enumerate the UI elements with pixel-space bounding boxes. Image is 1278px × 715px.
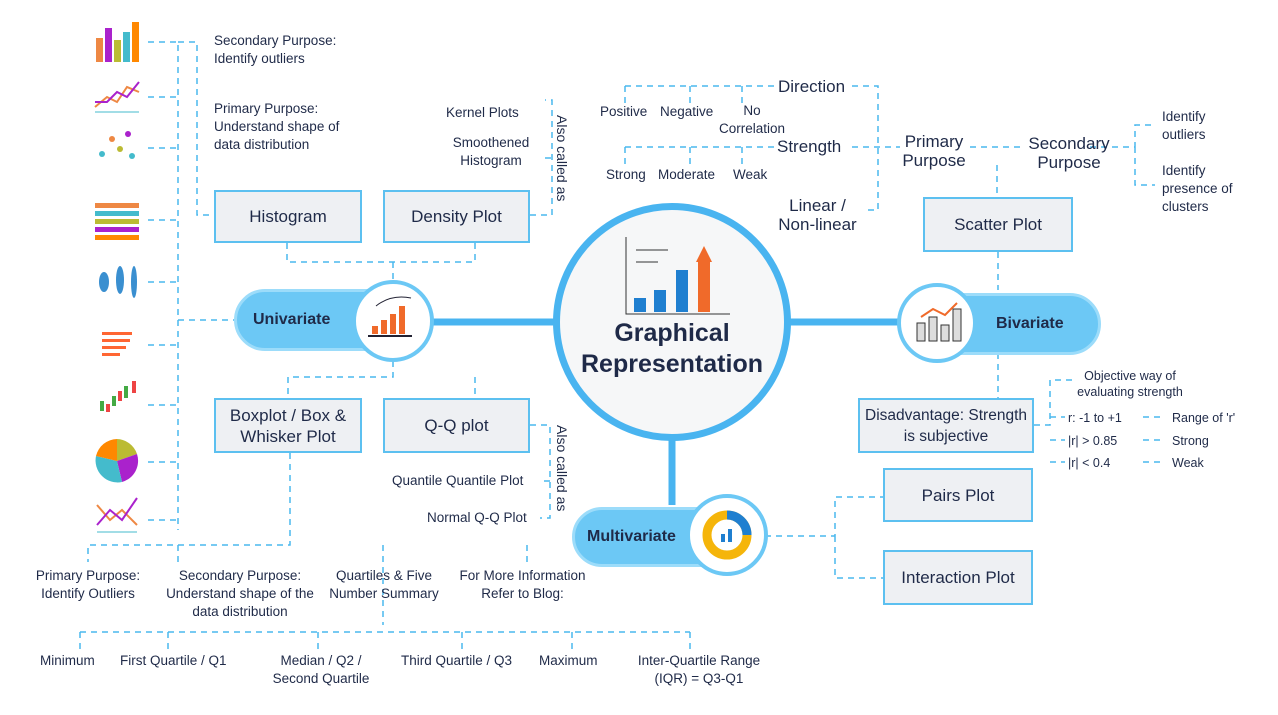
dot-plot-icon: [102, 332, 132, 356]
identify-outliers-label: Identify outliers: [1162, 109, 1206, 142]
more-info-link[interactable]: For More Information Refer to Blog:: [459, 568, 586, 601]
strong-label: Strong: [606, 167, 646, 182]
direction-label: Direction: [778, 77, 846, 96]
linearity-label: Linear / Non-linear: [778, 196, 857, 234]
minimum-label: Minimum: [40, 653, 95, 668]
qq-plot-box[interactable]: Q-Q plot: [383, 398, 530, 453]
weak-label: Weak: [733, 167, 768, 182]
r-range-desc: Range of 'r': [1172, 411, 1236, 425]
multivariate-icon: [686, 494, 768, 576]
r-strong-desc: Strong: [1172, 434, 1209, 448]
iqr-label: Inter-Quartile Range (IQR) = Q3-Q1: [637, 653, 761, 686]
maximum-label: Maximum: [539, 653, 598, 668]
boxplot-box[interactable]: Boxplot / Box & Whisker Plot: [214, 398, 362, 453]
r-range-label: r: -1 to +1: [1068, 411, 1122, 425]
quartiles-summary: Quartiles & Five Number Summary: [329, 568, 439, 601]
pairs-plot-box[interactable]: Pairs Plot: [883, 468, 1033, 522]
boxplot-secondary-purpose: Secondary Purpose: Understand shape of t…: [166, 568, 314, 619]
q3-label: Third Quartile / Q3: [401, 653, 513, 668]
boxplot-primary-purpose: Primary Purpose: Identify Outliers: [35, 568, 141, 601]
strength-label: Strength: [777, 137, 842, 156]
histogram-box[interactable]: Histogram: [214, 190, 362, 243]
violin-plot-icon: [99, 266, 137, 298]
alias-normal-qq: Normal Q-Q Plot: [427, 510, 527, 525]
also-called-label-qq: Also called as: [554, 425, 570, 512]
primary-purpose-label: Primary Purpose: [902, 132, 966, 170]
pie-chart-icon: [95, 439, 139, 483]
histogram-primary-purpose: Primary Purpose: Understand shape of dat…: [214, 101, 340, 152]
alias-kernel-plots: Kernel Plots: [446, 105, 519, 120]
q1-label: First Quartile / Q1: [120, 653, 227, 668]
histogram-secondary-purpose: Secondary Purpose: Identify outliers: [214, 33, 337, 66]
line-chart-icon: [94, 81, 140, 113]
no-correlation-label: No Correlation: [718, 103, 786, 136]
also-called-label: Also called as: [554, 115, 570, 202]
multivariate-label: Multivariate: [587, 528, 676, 545]
median-label: Median / Q2 / Second Quartile: [272, 653, 370, 686]
univariate-label: Univariate: [253, 311, 331, 328]
r-strong-label: |r| > 0.85: [1068, 434, 1118, 448]
univariate-icon: [352, 280, 434, 362]
moderate-label: Moderate: [658, 167, 716, 182]
candlestick-icon: [100, 381, 136, 412]
positive-label: Positive: [600, 104, 648, 119]
bivariate-icon: [897, 283, 977, 363]
r-weak-label: |r| < 0.4: [1068, 456, 1111, 470]
density-plot-box[interactable]: Density Plot: [383, 190, 530, 243]
scatter-plot-icon: [99, 131, 135, 159]
negative-label: Negative: [660, 104, 714, 119]
stacked-bar-icon: [95, 203, 139, 240]
disadvantage-box[interactable]: Disadvantage: Strength is subjective: [858, 398, 1034, 453]
identify-clusters-label: Identify presence of clusters: [1162, 163, 1233, 214]
objective-label: Objective way of evaluating strength: [1077, 369, 1183, 399]
bar-chart-growth-icon: [625, 237, 730, 315]
scatter-plot-box[interactable]: Scatter Plot: [923, 197, 1073, 252]
secondary-purpose-label: Secondary Purpose: [1028, 134, 1110, 172]
bar-chart-icon: [96, 22, 139, 62]
r-weak-desc: Weak: [1172, 456, 1204, 470]
alias-smoothened-histogram: Smoothened Histogram: [452, 135, 530, 168]
bivariate-label: Bivariate: [996, 315, 1064, 332]
interaction-plot-box[interactable]: Interaction Plot: [883, 550, 1033, 605]
multi-line-icon: [96, 497, 138, 533]
alias-quantile-quantile: Quantile Quantile Plot: [392, 473, 524, 488]
